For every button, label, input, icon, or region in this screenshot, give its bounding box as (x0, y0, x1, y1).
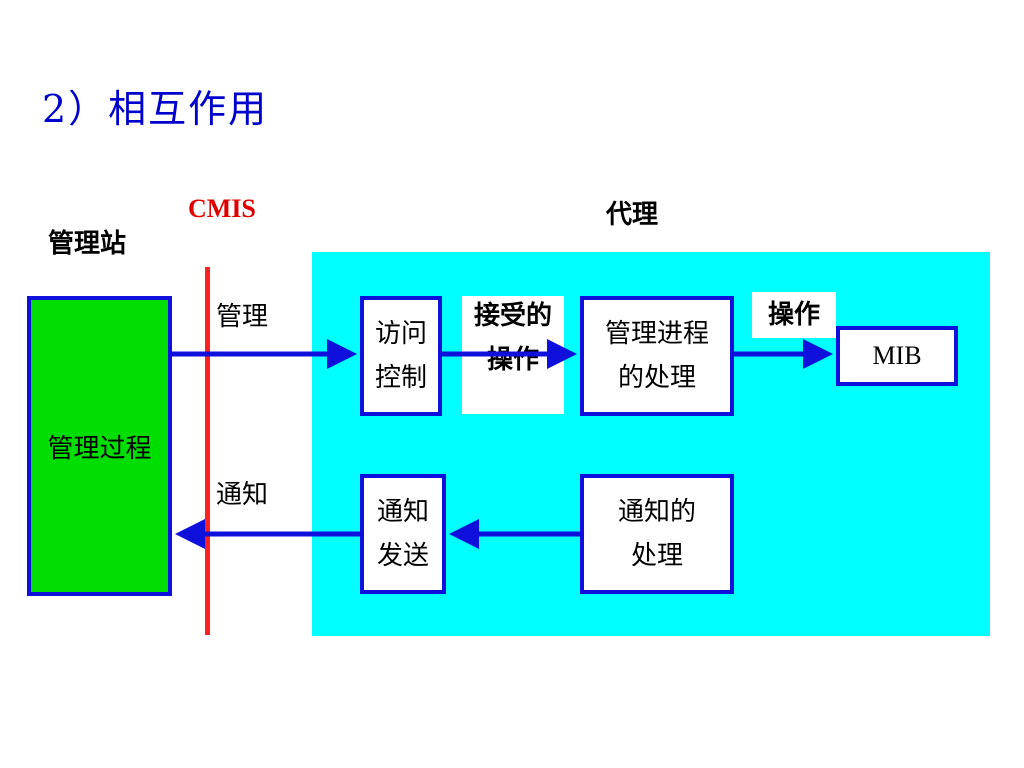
cmis-divider-line (205, 267, 210, 635)
mib-label: MIB (872, 341, 922, 370)
mgmt-handling-line2: 的处理 (617, 363, 696, 393)
notify-handling-line2: 处理 (630, 541, 683, 571)
accepted-op-line1: 接受的 (473, 301, 552, 331)
notify-handling-line1: 通知的 (617, 497, 696, 527)
notify-label: 通知 (216, 480, 269, 510)
access-control-line2: 控制 (374, 363, 427, 393)
access-control-line1: 访问 (374, 319, 427, 349)
agent-label: 代理 (606, 200, 659, 230)
mgmt-process-box: 管理过程 (27, 296, 172, 596)
access-control-box: 访问 控制 (360, 296, 442, 416)
manager-station-label: 管理站 (48, 229, 127, 259)
slide-title: 2）相互作用 (42, 87, 269, 131)
operation-label: 操作 (752, 292, 836, 338)
mgmt-process-handling-box: 管理进程 的处理 (580, 296, 734, 416)
accepted-op-line2: 操作 (486, 345, 539, 375)
notify-send-box: 通知 发送 (360, 474, 446, 594)
notify-send-line1: 通知 (376, 497, 429, 527)
cmis-label: CMIS (188, 194, 256, 223)
mgmt-handling-line1: 管理进程 (604, 319, 709, 349)
manage-label: 管理 (216, 302, 269, 332)
notify-handling-box: 通知的 处理 (580, 474, 734, 594)
notify-send-line2: 发送 (376, 541, 429, 571)
mib-box: MIB (836, 326, 958, 386)
mgmt-process-label: 管理过程 (47, 433, 152, 464)
